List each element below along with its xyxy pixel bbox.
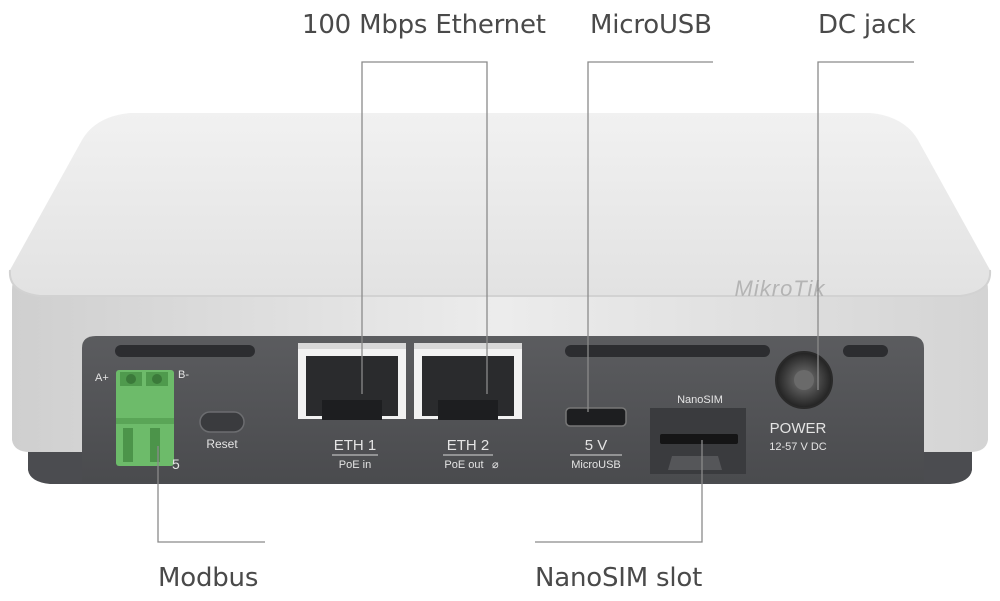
- nanosim-label: NanoSIM: [677, 394, 723, 406]
- callout-lines: [157, 61, 914, 543]
- microusb-callout: MicroUSB: [590, 10, 712, 40]
- usb-sub-label: MicroUSB: [571, 459, 621, 471]
- dc-jack-callout: DC jack: [818, 10, 916, 40]
- eth1-port: [298, 343, 406, 420]
- dcjack-leader: [817, 61, 914, 390]
- eth1-label: ETH 1: [334, 437, 377, 454]
- eth2-port: [414, 343, 522, 420]
- microusb-leader: [587, 61, 713, 412]
- reset-button: [199, 411, 245, 433]
- modbus-callout: Modbus: [158, 563, 259, 593]
- rs485-b-label: B-: [178, 369, 189, 381]
- vent-slot: [115, 345, 255, 357]
- rs485-a-label: A+: [95, 372, 109, 384]
- power-sub-label: 12-57 V DC: [769, 441, 827, 453]
- vent-slot: [843, 345, 888, 357]
- housing-top: [9, 113, 991, 296]
- nanosim-slot: [660, 434, 738, 444]
- poe-out-icon: ⌀: [492, 459, 499, 471]
- brand-logo: MikroTik: [735, 276, 826, 301]
- ethernet-leader: [361, 61, 488, 394]
- eth2-sub-label: PoE out: [444, 459, 483, 471]
- ethernet-callout: 100 Mbps Ethernet: [302, 10, 546, 40]
- nanosim-leader: [535, 440, 703, 543]
- power-label: POWER: [770, 420, 827, 437]
- reset-label: Reset: [206, 437, 238, 451]
- nanosim-slot-callout: NanoSIM slot: [535, 563, 703, 593]
- modbus-leader: [157, 446, 265, 543]
- microusb-port: [565, 407, 627, 427]
- vent-slot: [565, 345, 770, 357]
- rs485-num-label: 5: [172, 456, 180, 472]
- usb-label: 5 V: [585, 437, 608, 454]
- eth1-sub-label: PoE in: [339, 459, 371, 471]
- eth2-label: ETH 2: [447, 437, 490, 454]
- modbus-terminal: [116, 370, 174, 466]
